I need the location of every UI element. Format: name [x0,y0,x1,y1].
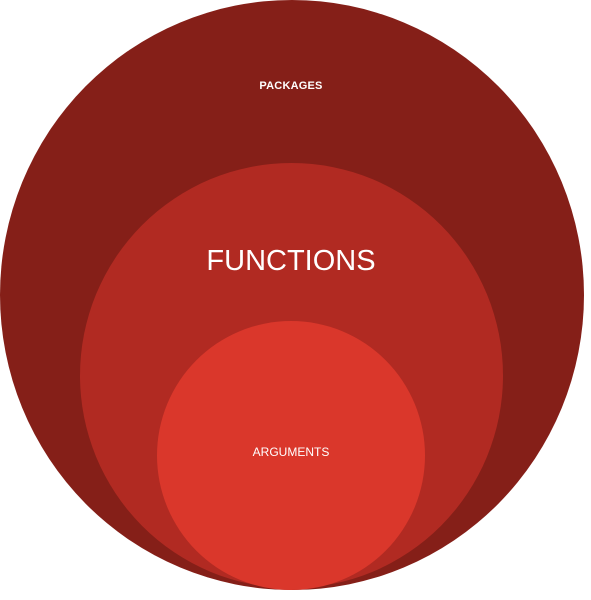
functions-label: FUNCTIONS [206,245,376,277]
packages-label: PACKAGES [259,80,323,92]
arguments-label: ARGUMENTS [252,445,330,459]
arguments-circle [157,321,425,590]
